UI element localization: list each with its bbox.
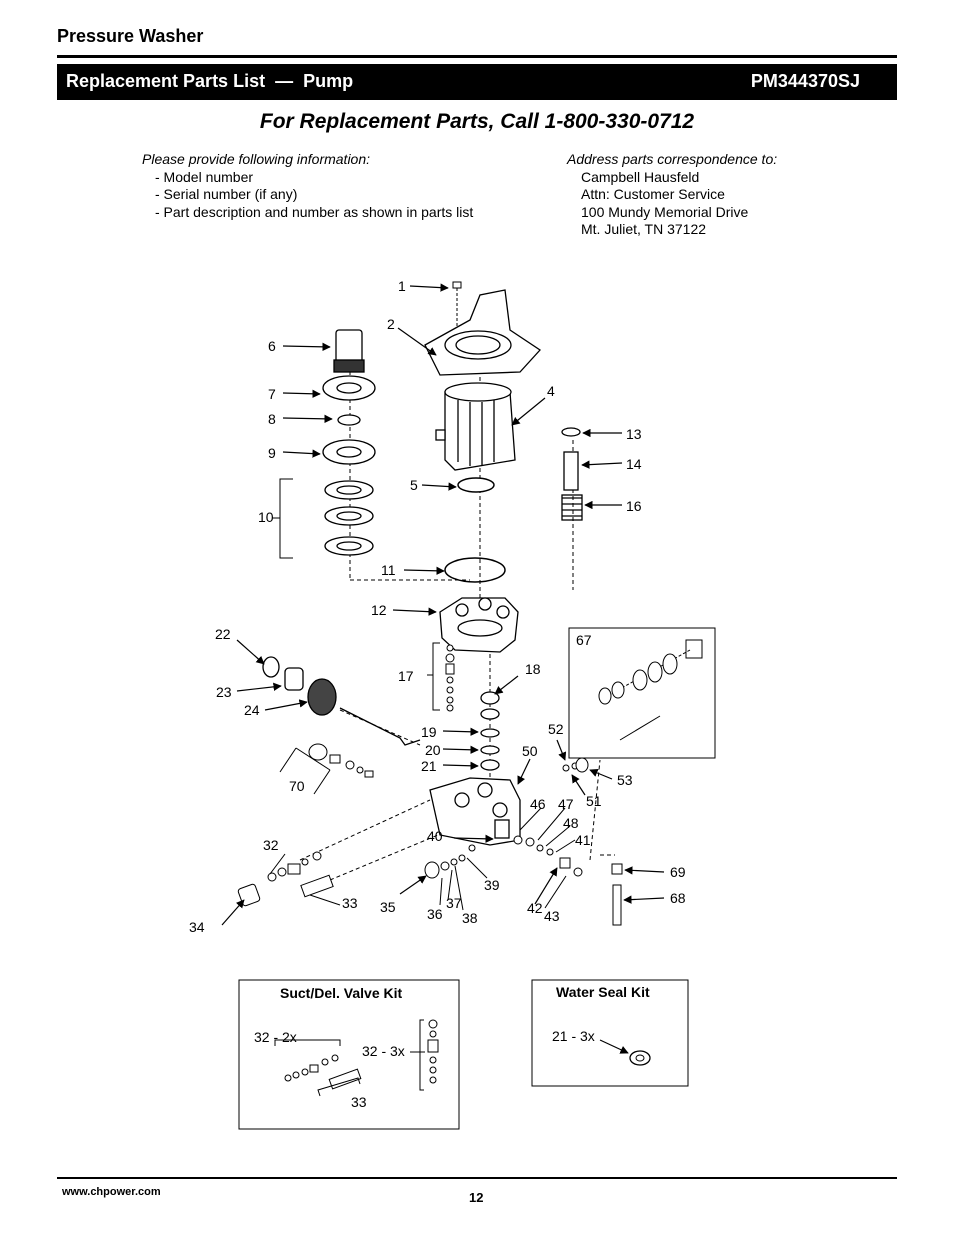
part-valve-set-left [267, 851, 334, 898]
part-label: 36 [427, 906, 443, 922]
part-label: 2 [387, 316, 395, 332]
part-label: 70 [289, 778, 305, 794]
model-number: PM344370SJ [750, 71, 860, 91]
part-label: 7 [268, 386, 276, 402]
info-left-item: - Model number [155, 168, 254, 185]
valve-kit-box: Suct/Del. Valve Kit 32 - 2x 32 - 3x 33 [238, 979, 460, 1130]
part-label: 17 [398, 668, 414, 684]
part-label: 48 [563, 815, 579, 831]
part-label: 9 [268, 445, 276, 461]
part-label: 23 [216, 684, 232, 700]
part-label: 38 [462, 910, 478, 926]
part-label: 47 [558, 796, 574, 812]
part-label: 52 [548, 721, 564, 737]
part-inlet [262, 656, 421, 746]
part-label: 11 [381, 562, 396, 578]
part-label: 13 [626, 426, 642, 442]
part-outlet [562, 757, 589, 773]
address-line: Mt. Juliet, TN 37122 [581, 221, 707, 237]
part-seals [480, 691, 500, 771]
part-label: 35 [380, 899, 396, 915]
part-label: 34 [189, 919, 205, 935]
page-number: 12 [469, 1190, 484, 1205]
part-label: 20 [425, 742, 441, 758]
info-left-heading: Please provide following information: [142, 151, 371, 167]
section-title-bar: Replacement Parts List — Pump PM344370SJ [57, 64, 897, 100]
call-line: For Replacement Parts, Call 1-800-330-07… [259, 110, 695, 133]
part-label: 50 [522, 743, 538, 759]
part-label: 51 [586, 793, 602, 809]
info-right-heading: Address parts correspondence to: [567, 151, 778, 167]
part-label: 24 [244, 702, 260, 718]
part-label: 1 [398, 278, 406, 294]
address-line: Campbell Hausfeld [581, 168, 700, 185]
part-label: 69 [670, 864, 686, 880]
part-valve-stack [445, 644, 455, 712]
product-title: Pressure Washer [57, 26, 204, 46]
valve-kit-label: 32 - 2x [254, 1029, 297, 1045]
part-label: 40 [427, 828, 443, 844]
part-label: 5 [410, 477, 418, 493]
part-swashplate [439, 597, 519, 653]
section-title: Replacement Parts List — Pump [66, 71, 354, 91]
part-valve-set-right [513, 835, 583, 877]
part-label: 43 [544, 908, 560, 924]
part-bypass [611, 863, 623, 926]
info-left-item: - Part description and number as shown i… [155, 203, 474, 220]
part-piston-assembly [561, 427, 583, 521]
part-unloader-valve [598, 639, 703, 741]
info-block-right: Address parts correspondence to: Campbel… [567, 151, 777, 239]
footer-url[interactable]: www.chpower.com [62, 1186, 161, 1198]
part-housing [435, 382, 516, 471]
info-left-item: - Serial number (if any) [155, 186, 298, 202]
part-label: 22 [215, 626, 231, 642]
part-label: 4 [547, 383, 555, 399]
part-valve-set-mid [424, 844, 476, 879]
address-line: Attn: Customer Service [581, 186, 725, 202]
seal-kit-title: Water Seal Kit [556, 984, 650, 1000]
part-label: 32 [263, 837, 279, 853]
part-67-box [568, 627, 716, 759]
part-label: 10 [258, 509, 274, 525]
bottom-rule [57, 1177, 897, 1179]
part-unloader [279, 743, 374, 795]
part-label: 39 [484, 877, 500, 893]
part-flange [424, 289, 541, 376]
part-label: 46 [530, 796, 546, 812]
valve-kit-label: 33 [351, 1094, 367, 1110]
part-label: 53 [617, 772, 633, 788]
part-labels: 1 2 4 5 6 7 8 9 10 11 12 13 14 16 17 18 … [189, 278, 686, 935]
part-o-ring [444, 557, 506, 583]
part-label: 41 [575, 832, 591, 848]
part-bolt [452, 281, 462, 330]
part-label: 18 [525, 661, 541, 677]
top-rule [57, 55, 897, 58]
part-label: 6 [268, 338, 276, 354]
part-label: 42 [527, 900, 543, 916]
callout-arrows [221, 283, 665, 926]
leader-lines [269, 478, 576, 911]
part-seal-ring [457, 477, 495, 493]
seal-kit-label: 21 - 3x [552, 1028, 595, 1044]
part-manifold [429, 777, 521, 846]
info-block-left: Please provide following information: - … [142, 151, 473, 221]
part-label: 8 [268, 411, 276, 427]
part-label: 21 [421, 758, 437, 774]
part-label: 19 [421, 724, 437, 740]
part-label: 14 [626, 456, 642, 472]
part-label: 67 [576, 632, 592, 648]
seal-kit-box: Water Seal Kit 21 - 3x [531, 979, 689, 1087]
part-label: 12 [371, 602, 387, 618]
address-line: 100 Mundy Memorial Drive [581, 203, 749, 220]
part-label: 16 [626, 498, 642, 514]
part-bearing-stack [322, 329, 376, 556]
part-label: 68 [670, 890, 686, 906]
part-label: 37 [446, 895, 462, 911]
valve-kit-label: 32 - 3x [362, 1043, 405, 1059]
valve-kit-title: Suct/Del. Valve Kit [280, 985, 402, 1001]
part-label: 33 [342, 895, 358, 911]
